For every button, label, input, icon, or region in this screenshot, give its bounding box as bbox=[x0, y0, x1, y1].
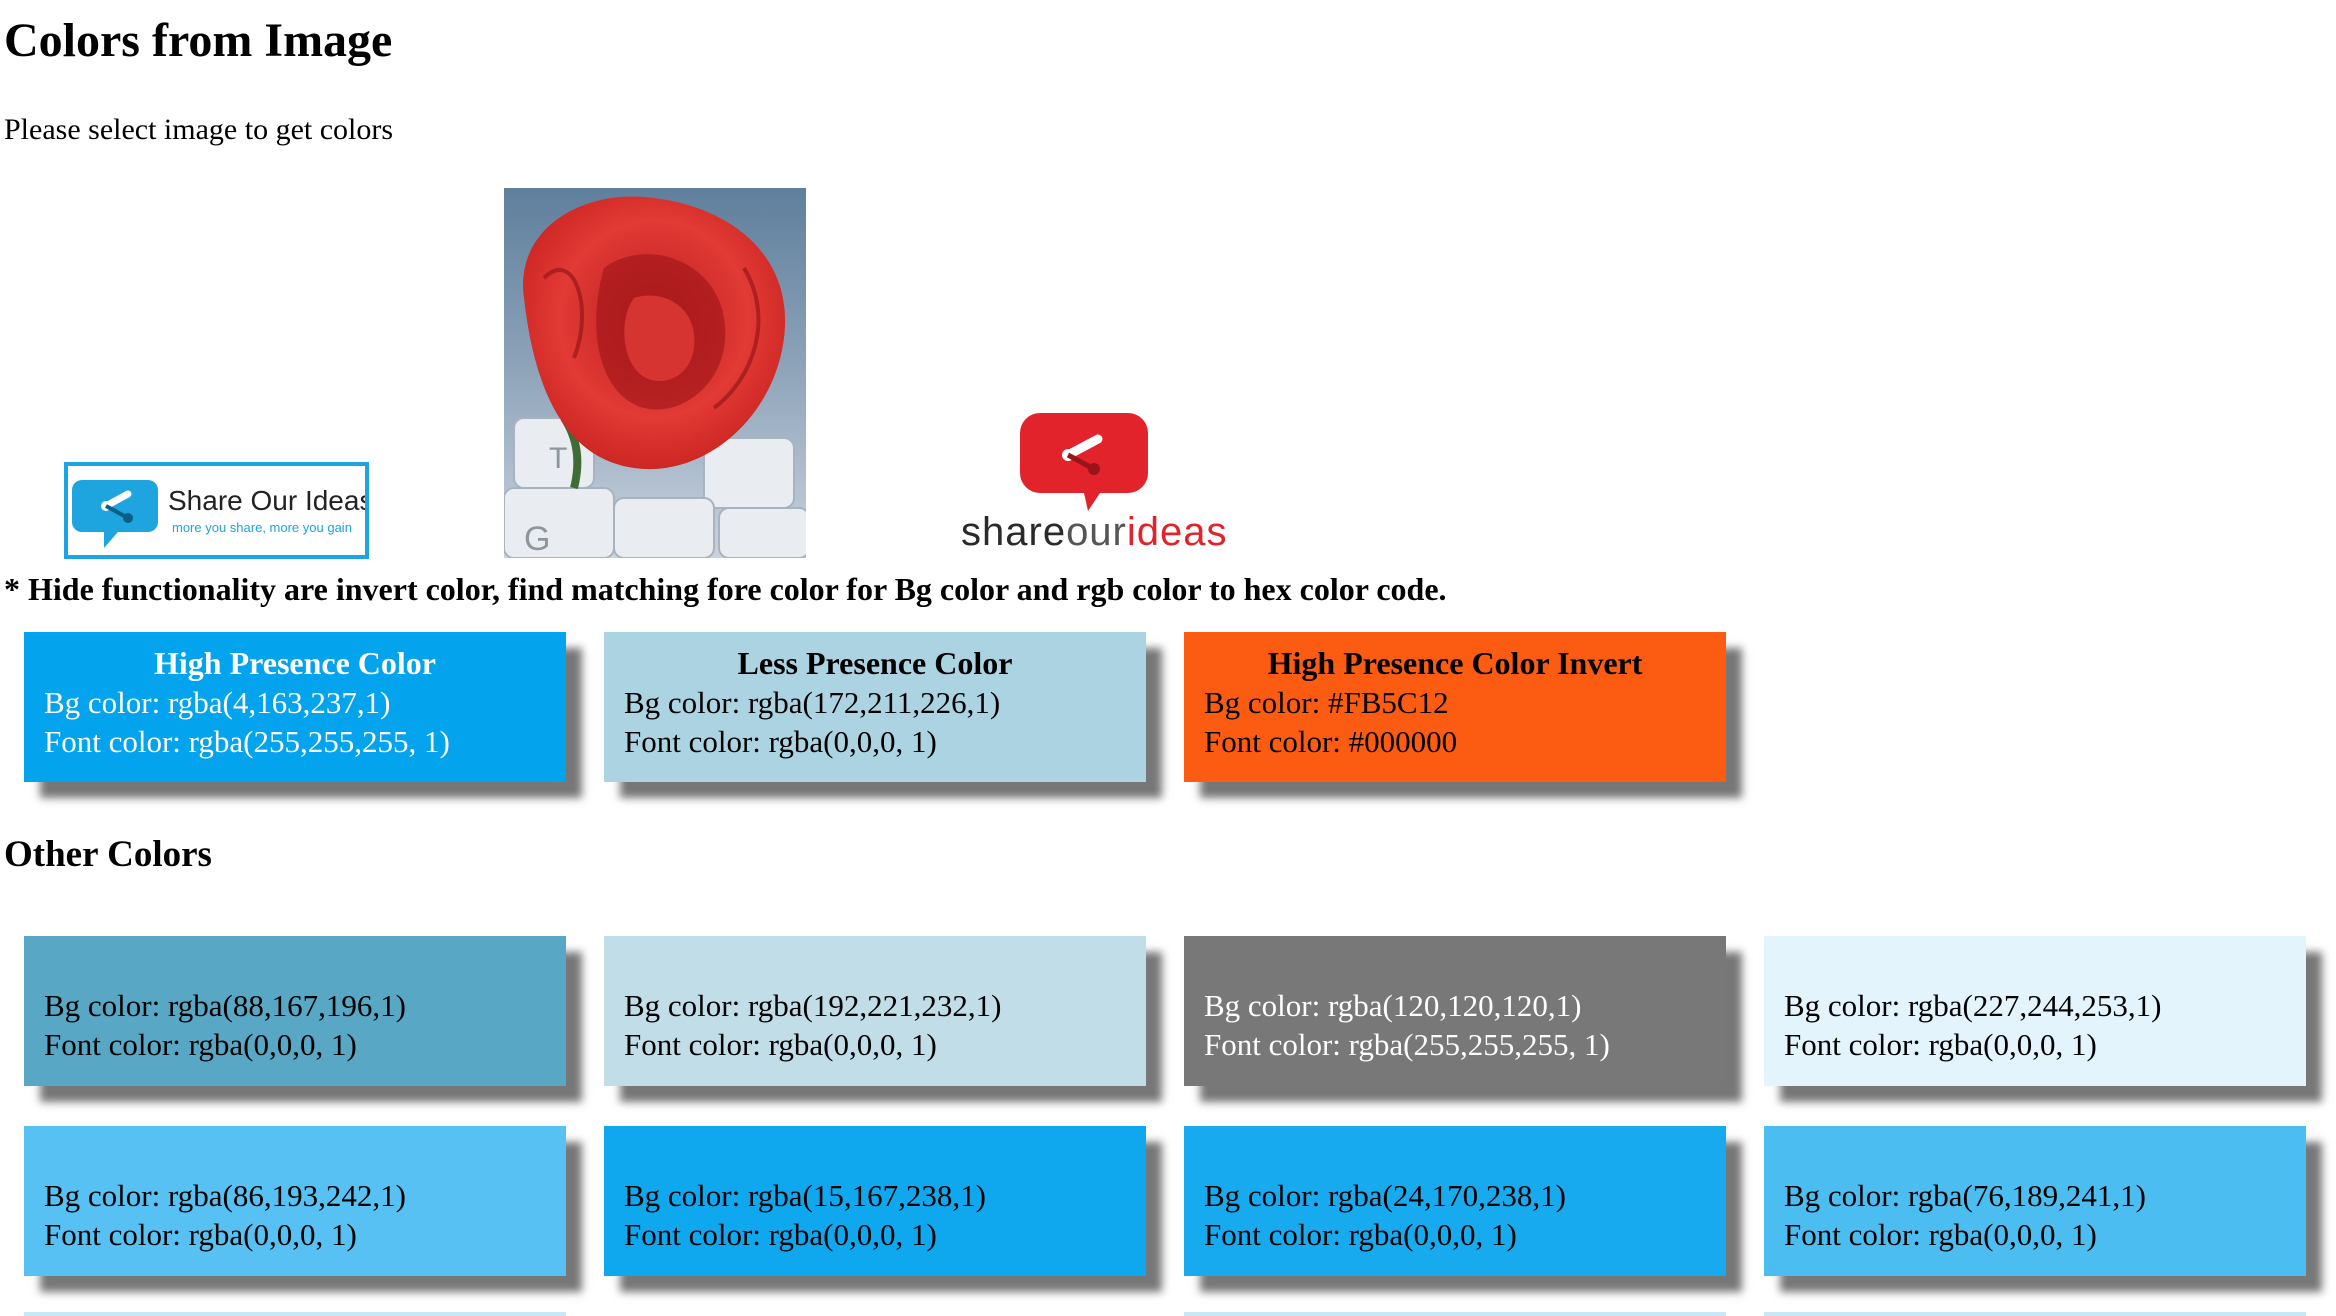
font-color-label: Font color: rgba(0,0,0, 1) bbox=[1784, 1217, 2097, 1252]
high-presence-color-invert-box[interactable]: High Presence Color Invert Bg color: #FB… bbox=[1184, 632, 1726, 782]
box-title: High Presence Color bbox=[153, 645, 436, 681]
shareourideas-wordmark-logo: shareourideas bbox=[961, 413, 1228, 554]
svg-text:Share Our Ideas: Share Our Ideas bbox=[168, 485, 365, 516]
bg-color-label: Bg color: rgba(24,170,238,1) bbox=[1204, 1178, 1566, 1213]
image-option-rose-photo[interactable]: T G bbox=[504, 188, 806, 558]
other-color-box[interactable]: Bg color: rgba(15,167,238,1) Font color:… bbox=[604, 1126, 1146, 1276]
font-color-label: Font color: rgba(0,0,0, 1) bbox=[44, 1027, 357, 1062]
page-title: Colors from Image bbox=[4, 14, 393, 67]
share-our-ideas-badge-logo: Share Our Ideas more you share, more you… bbox=[72, 480, 373, 548]
page-subtitle: Please select image to get colors bbox=[4, 113, 394, 146]
svg-text:G: G bbox=[524, 520, 550, 558]
image-option-logo-wordmark[interactable]: shareourideas bbox=[960, 405, 1235, 555]
high-presence-color-box[interactable]: High Presence Color Bg color: rgba(4,163… bbox=[24, 632, 566, 782]
bg-color-label: Bg color: rgba(192,221,232,1) bbox=[624, 988, 1002, 1023]
partial-color-box[interactable] bbox=[1184, 1312, 1726, 1316]
other-color-box[interactable]: Bg color: rgba(88,167,196,1) Font color:… bbox=[24, 936, 566, 1086]
bg-color-label: Bg color: rgba(120,120,120,1) bbox=[1204, 988, 1582, 1023]
other-color-box[interactable]: Bg color: rgba(86,193,242,1) Font color:… bbox=[24, 1126, 566, 1276]
bg-color-label: Bg color: rgba(172,211,226,1) bbox=[624, 685, 1001, 720]
font-color-label: Font color: rgba(0,0,0, 1) bbox=[1784, 1027, 2097, 1062]
other-color-box[interactable]: Bg color: rgba(192,221,232,1) Font color… bbox=[604, 936, 1146, 1086]
other-color-box[interactable]: Bg color: rgba(24,170,238,1) Font color:… bbox=[1184, 1126, 1726, 1276]
box-title: Less Presence Color bbox=[737, 645, 1013, 681]
font-color-label: Font color: rgba(0,0,0, 1) bbox=[44, 1217, 357, 1252]
bg-color-label: Bg color: rgba(227,244,253,1) bbox=[1784, 988, 2162, 1023]
font-color-label: Font color: rgba(0,0,0, 1) bbox=[624, 1217, 937, 1252]
font-color-label: Font color: rgba(255,255,255, 1) bbox=[44, 724, 450, 759]
font-color-label: Font color: #000000 bbox=[1204, 724, 1458, 759]
less-presence-color-box[interactable]: Less Presence Color Bg color: rgba(172,2… bbox=[604, 632, 1146, 782]
font-color-label: Font color: rgba(0,0,0, 1) bbox=[624, 724, 937, 759]
font-color-label: Font color: rgba(255,255,255, 1) bbox=[1204, 1027, 1610, 1062]
image-option-logo-badge[interactable]: Share Our Ideas more you share, more you… bbox=[64, 462, 373, 559]
other-color-box[interactable]: Bg color: rgba(76,189,241,1) Font color:… bbox=[1764, 1126, 2306, 1276]
partial-color-box[interactable] bbox=[24, 1312, 566, 1316]
functionality-note: * Hide functionality are invert color, f… bbox=[4, 571, 1447, 607]
bg-color-label: Bg color: rgba(86,193,242,1) bbox=[44, 1178, 406, 1213]
bg-color-label: Bg color: rgba(4,163,237,1) bbox=[44, 685, 391, 720]
other-color-box[interactable]: Bg color: rgba(227,244,253,1) Font color… bbox=[1764, 936, 2306, 1086]
bg-color-label: Bg color: rgba(15,167,238,1) bbox=[624, 1178, 986, 1213]
font-color-label: Font color: rgba(0,0,0, 1) bbox=[1204, 1217, 1517, 1252]
partial-color-box[interactable] bbox=[604, 1312, 1146, 1316]
bg-color-label: Bg color: rgba(88,167,196,1) bbox=[44, 988, 406, 1023]
font-color-label: Font color: rgba(0,0,0, 1) bbox=[624, 1027, 937, 1062]
bg-color-label: Bg color: #FB5C12 bbox=[1204, 685, 1449, 720]
other-colors-heading: Other Colors bbox=[4, 834, 212, 875]
svg-text:T: T bbox=[549, 442, 567, 475]
partial-color-box[interactable] bbox=[1764, 1312, 2306, 1316]
box-title: High Presence Color Invert bbox=[1267, 645, 1643, 681]
other-color-box[interactable]: Bg color: rgba(120,120,120,1) Font color… bbox=[1184, 936, 1726, 1086]
rose-photo: T G bbox=[504, 188, 806, 558]
svg-text:shareourideas: shareourideas bbox=[961, 510, 1228, 554]
bg-color-label: Bg color: rgba(76,189,241,1) bbox=[1784, 1178, 2146, 1213]
svg-text:more you share, more you gain: more you share, more you gain bbox=[172, 520, 352, 535]
